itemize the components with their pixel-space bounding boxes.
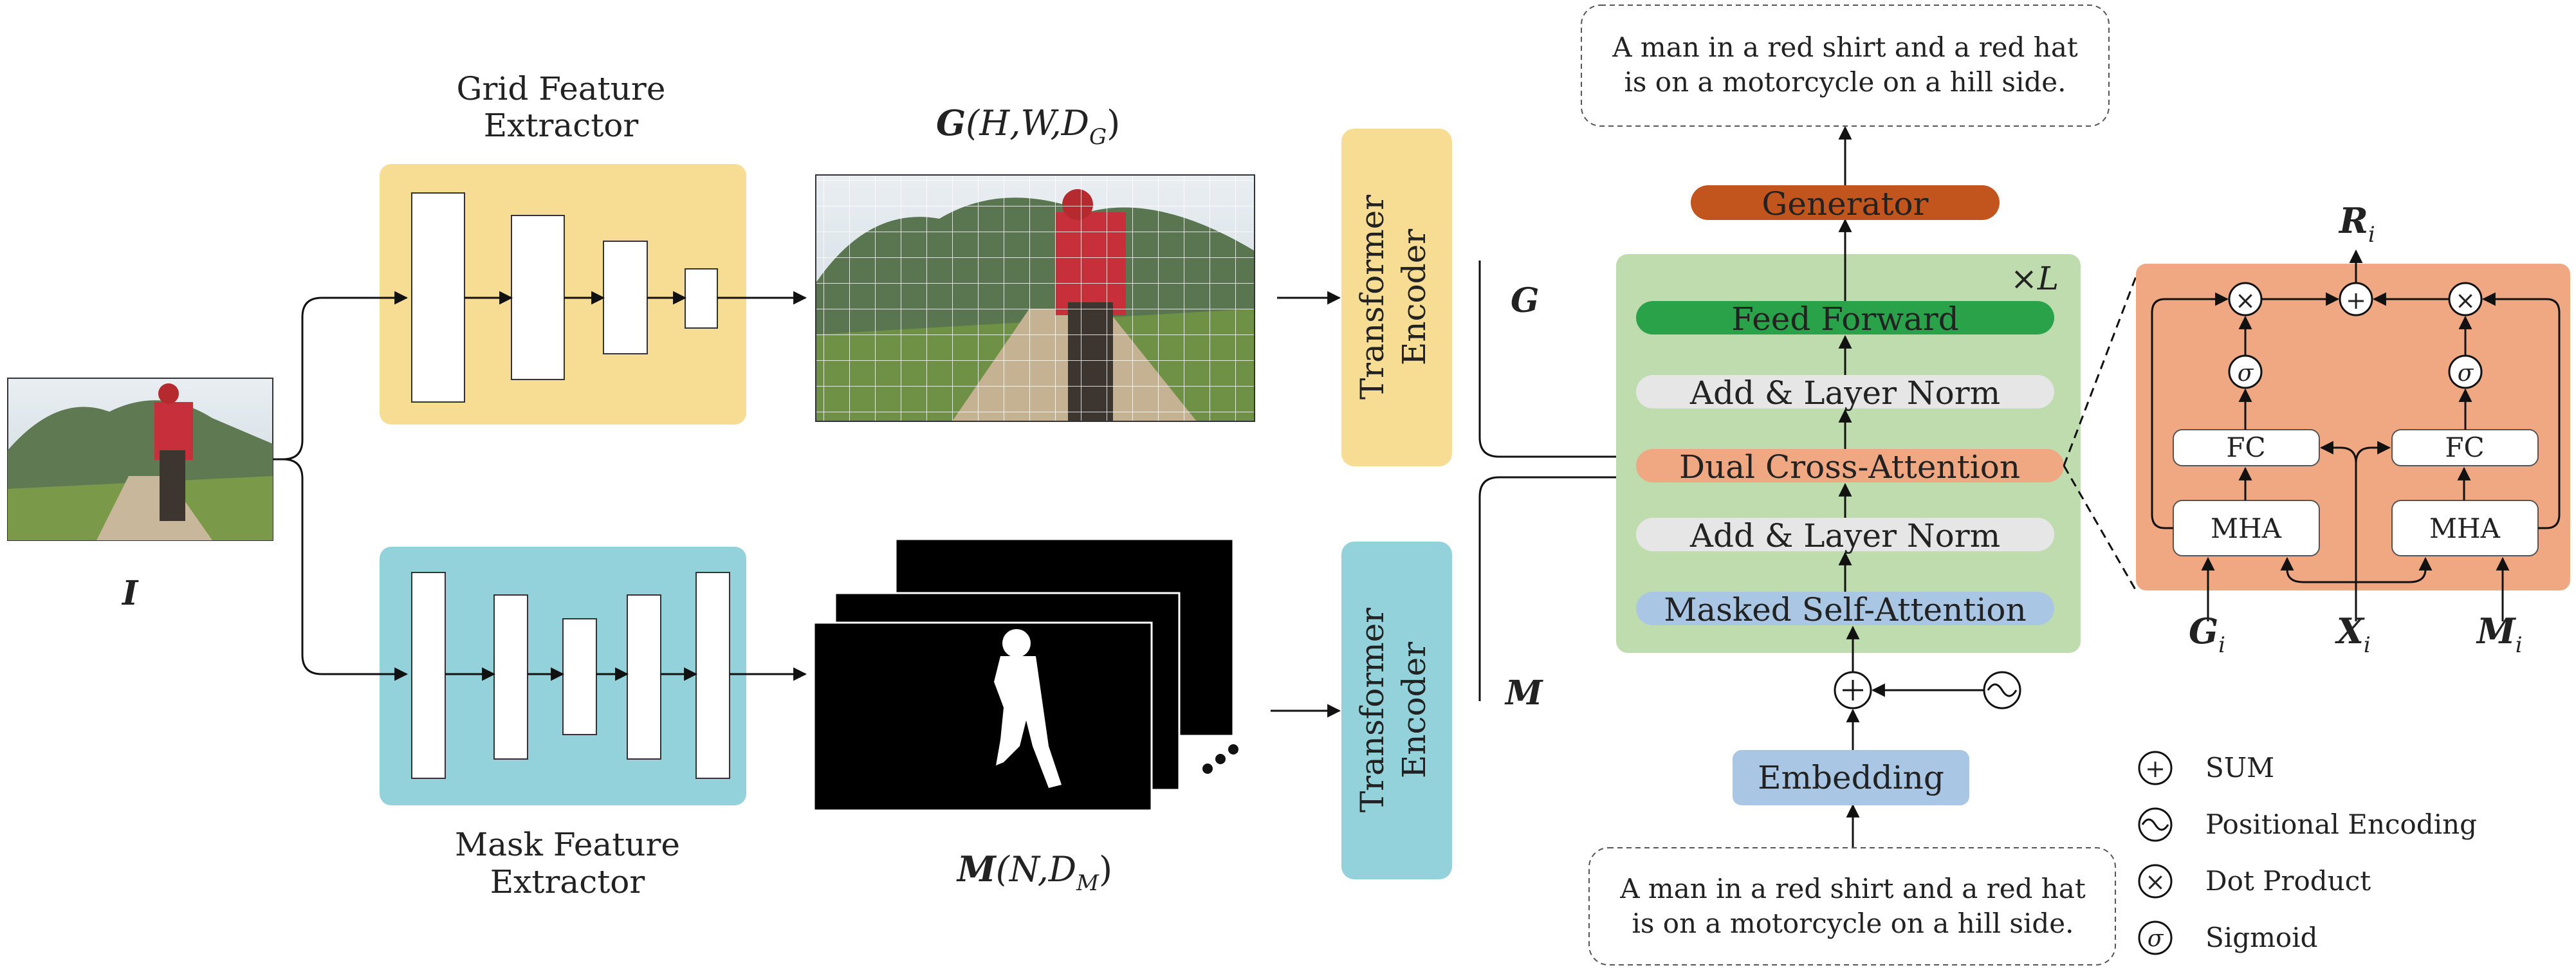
svg-text:Encoder: Encoder	[1395, 642, 1433, 778]
legend-item-sum: + SUM	[2138, 751, 2274, 785]
encoder-output-m: M	[1504, 673, 1543, 713]
encoder-output-g: G	[1511, 281, 1539, 320]
sum-node-fusion: +	[2339, 282, 2373, 316]
legend: + SUM Positional Encoding × Dot Product …	[2138, 751, 2477, 955]
decoder-repeat: ×L	[2010, 260, 2059, 297]
svg-text:Dot Product: Dot Product	[2205, 865, 2371, 897]
add-norm-top-block	[1636, 375, 2054, 408]
mask-feature-stack	[813, 538, 1238, 812]
transformer-encoder-mask	[1341, 542, 1452, 879]
transformer-encoder-mask-line1: Transformer	[1354, 608, 1391, 812]
grid-extractor-title-2: Extractor	[484, 107, 639, 144]
zoom-lines	[2063, 276, 2137, 591]
input-caption-line2: is on a motorcycle on a hill side.	[1632, 908, 2074, 939]
fusion-input-m: Mi	[2476, 610, 2523, 658]
input-image	[7, 378, 273, 541]
dot-product-node-left: ×	[2228, 282, 2263, 316]
mha-left-label: MHA	[2211, 513, 2282, 544]
input-caption-box	[1588, 847, 2116, 965]
add-norm-top-label: Add & Layer Norm	[1689, 374, 2000, 412]
svg-text:Transformer: Transformer	[1354, 195, 1391, 399]
fc-right-label: FC	[2445, 432, 2484, 463]
masked-self-attention-block	[1636, 592, 2054, 625]
grid-feature-label: G(H,W,DG)	[936, 102, 1120, 150]
embedding-block	[1733, 750, 1969, 805]
svg-text:σ: σ	[2238, 360, 2254, 387]
svg-text:σ: σ	[2458, 360, 2474, 387]
transformer-encoder-grid-line2: Encoder	[1395, 229, 1433, 365]
svg-text:Transformer: Transformer	[1354, 608, 1391, 812]
add-norm-bottom-block	[1636, 518, 2054, 551]
svg-text:Sigmoid: Sigmoid	[2205, 922, 2318, 953]
input-label: I	[121, 574, 139, 613]
svg-text:+: +	[2346, 286, 2366, 315]
svg-text:SUM: SUM	[2205, 752, 2274, 783]
legend-item-sigmoid: σ Sigmoid	[2138, 920, 2318, 955]
sum-node	[1834, 671, 1872, 709]
output-caption-box	[1581, 5, 2110, 127]
mask-feature-label: M(N,DM)	[956, 848, 1112, 896]
transformer-encoder-mask-line2: Encoder	[1395, 642, 1433, 778]
output-caption-line2: is on a motorcycle on a hill side.	[1624, 66, 2066, 98]
feed-forward-label: Feed Forward	[1731, 300, 1959, 338]
svg-text:×: ×	[2145, 868, 2166, 896]
svg-text:×: ×	[2235, 286, 2256, 315]
legend-item-positional-encoding: Positional Encoding	[2138, 807, 2477, 842]
mask-extractor-title-1: Mask Feature	[455, 826, 680, 863]
embedding-label: Embedding	[1758, 759, 1944, 796]
grid-feature-image	[815, 174, 1255, 422]
transformer-encoder-grid-line1: Transformer	[1354, 195, 1391, 399]
mask-extractor-title-2: Extractor	[490, 863, 645, 901]
sigmoid-node-right: σ	[2448, 354, 2483, 389]
grid-extractor-title-1: Grid Feature	[457, 70, 666, 107]
positional-encoding-icon	[1983, 671, 2021, 709]
fusion-input-x: Xi	[2335, 610, 2371, 658]
input-caption-line1: A man in a red shirt and a red hat	[1619, 873, 2086, 904]
sigmoid-node-left: σ	[2228, 354, 2263, 389]
transformer-encoder-grid	[1341, 129, 1452, 466]
dot-product-node-right: ×	[2448, 282, 2483, 316]
svg-text:σ: σ	[2148, 926, 2164, 952]
generator-block	[1691, 185, 2000, 220]
feed-forward-block	[1636, 301, 2054, 334]
dual-cross-attention-block	[1636, 449, 2064, 482]
dual-cross-attention-label: Dual Cross-Attention	[1679, 448, 2020, 486]
masked-self-attention-label: Masked Self-Attention	[1664, 591, 2027, 628]
output-caption-line1: A man in a red shirt and a red hat	[1612, 32, 2078, 63]
legend-item-dot-product: × Dot Product	[2138, 864, 2371, 899]
add-norm-bottom-label: Add & Layer Norm	[1689, 517, 2000, 554]
svg-text:Positional Encoding: Positional Encoding	[2205, 809, 2477, 840]
fusion-input-g: Gi	[2189, 610, 2225, 658]
svg-text:+: +	[2145, 755, 2166, 783]
svg-text:×: ×	[2455, 286, 2476, 315]
generator-label: Generator	[1762, 185, 1928, 223]
svg-text:Encoder: Encoder	[1395, 229, 1433, 365]
fusion-output-label: Ri	[2338, 200, 2375, 248]
fc-left-label: FC	[2226, 432, 2265, 463]
mha-right-label: MHA	[2429, 513, 2501, 544]
